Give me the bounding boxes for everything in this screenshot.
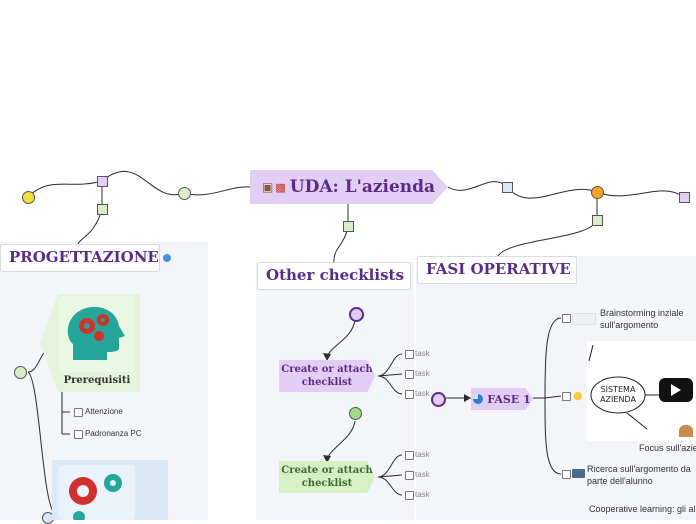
node-square-lavender[interactable]	[97, 176, 108, 187]
image-icon	[572, 313, 596, 325]
checkbox[interactable]	[405, 451, 414, 460]
checklist-block[interactable]: Create or attach checklist	[279, 360, 375, 392]
checkbox[interactable]	[562, 392, 571, 401]
globe-icon	[163, 254, 171, 262]
central-topic[interactable]: ▣ ▩ UDA: L'azienda	[250, 170, 448, 204]
checkbox[interactable]	[562, 314, 571, 323]
checkbox[interactable]	[74, 430, 83, 439]
node-square-green[interactable]	[592, 215, 603, 226]
node-circle-lavender[interactable]	[349, 307, 364, 322]
node-circle-lavender[interactable]	[431, 392, 446, 407]
fase1-label: FASE 1	[487, 392, 531, 406]
head-gears-icon	[67, 306, 125, 360]
checkbox[interactable]	[562, 470, 571, 479]
checkbox[interactable]	[405, 350, 414, 359]
prerequisiti-item: Padronanza PC	[85, 429, 142, 438]
prerequisiti-label[interactable]: Prerequisiti	[63, 375, 131, 386]
diagram-text: SISTEMA AZIENDA	[600, 385, 636, 404]
people-icon	[679, 425, 693, 437]
node-circle-green[interactable]	[178, 187, 191, 200]
briefcase-icon: ▣	[262, 180, 274, 194]
branch-title: Other checklists	[266, 266, 404, 284]
node-square-lavender[interactable]	[679, 192, 690, 203]
play-icon	[671, 384, 681, 396]
central-title: UDA: L'azienda	[289, 177, 436, 197]
node-square-blue[interactable]	[502, 182, 513, 193]
fase1-item: Ricerca sull'argomento da parte dell'alu…	[587, 464, 691, 486]
prerequisiti-item: Attenzione	[85, 407, 123, 416]
checklist-label: Create or attach checklist	[281, 465, 373, 489]
node-square-green[interactable]	[97, 204, 108, 215]
task-label: task	[415, 349, 430, 358]
monitor-icon	[572, 469, 585, 478]
prerequisiti-image	[59, 296, 135, 372]
checkbox[interactable]	[405, 471, 414, 480]
checkbox[interactable]	[405, 370, 414, 379]
pie-icon	[473, 394, 484, 404]
checkbox[interactable]	[405, 390, 414, 399]
node-square-green[interactable]	[343, 221, 354, 232]
branch-fasi-operative[interactable]: FASI OPERATIVE	[417, 256, 577, 284]
task-label: task	[415, 389, 430, 398]
branch-progettazione[interactable]: PROGETTAZIONE	[0, 244, 160, 272]
node-circle-orange[interactable]	[591, 186, 604, 199]
node-circle-green[interactable]	[349, 407, 362, 420]
task-label: task	[415, 450, 430, 459]
checkbox[interactable]	[405, 491, 414, 500]
branch-title: FASI OPERATIVE	[426, 260, 571, 278]
node-circle-green[interactable]	[14, 366, 27, 379]
lightbulb-icon: ●	[573, 389, 583, 402]
gears-icon	[69, 474, 122, 523]
task-label: task	[415, 470, 430, 479]
suitcase-icon: ▩	[275, 180, 286, 194]
task-label: task	[415, 369, 430, 378]
fase1-item: Brainstorming inziale sull'argomento	[600, 308, 684, 330]
video-thumbnail[interactable]: SISTEMA AZIENDA	[587, 341, 696, 441]
fase1-node[interactable]: FASE 1	[471, 388, 533, 410]
checklist-label: Create or attach checklist	[281, 364, 373, 388]
node-circle-yellow[interactable]	[22, 191, 35, 204]
gears-image	[59, 465, 135, 523]
branch-title: PROGETTAZIONE	[9, 248, 159, 266]
task-label: task	[415, 490, 430, 499]
branch-checklists[interactable]: Other checklists	[257, 262, 411, 290]
checkbox[interactable]	[74, 408, 83, 417]
video-caption: Focus sull'azie	[639, 443, 696, 453]
checklist-block[interactable]: Create or attach checklist	[279, 461, 375, 493]
fase1-item: Cooperative learning: gli alunni, suddiv…	[589, 504, 696, 514]
sistema-diagram	[588, 344, 659, 430]
